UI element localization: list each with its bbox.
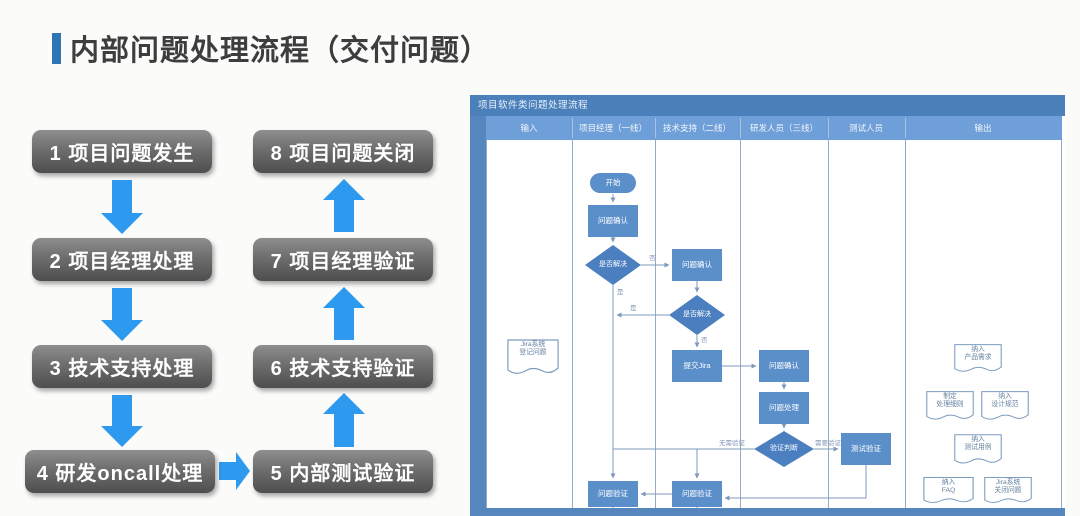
lane-header-input: 输入 (520, 123, 538, 133)
document-icon (954, 434, 1002, 464)
node-start: 开始 (590, 173, 636, 193)
document-icon (926, 391, 974, 420)
document-icon (923, 477, 974, 503)
doc-out-close: Jira系统 关闭问题 (983, 476, 1033, 506)
doc-out-testcase: 纳入 测试用例 (953, 433, 1003, 467)
header-separator (828, 118, 829, 138)
document-icon (507, 339, 559, 374)
step-box-4: 4 研发oncall处理 (25, 450, 215, 493)
lane-border (828, 140, 829, 508)
lane-header-qa: 测试人员 (848, 123, 884, 133)
document-icon (984, 477, 1032, 503)
header-separator (740, 118, 741, 138)
step-box-7: 7 项目经理验证 (253, 238, 433, 281)
doc-input-jira: Jira系统 登记问题 (506, 338, 560, 378)
arrow-up-7-8 (323, 179, 365, 232)
document-icon (954, 344, 1002, 372)
page-title: 内部问题处理流程（交付问题） (70, 35, 491, 67)
header-separator (655, 118, 656, 138)
swimlane-diagram: 项目软件类问题处理流程 输入 项目经理（一线） 技术支持（二线） 研发人员（三线… (470, 95, 1065, 516)
edge-label-ts-no: 否 (701, 337, 708, 344)
arrow-up-5-6 (323, 393, 365, 447)
lane-header-ts: 技术支持（二线） (662, 123, 732, 133)
arrow-down-3-4 (101, 395, 143, 447)
diagram-bottom-bar (470, 508, 1065, 516)
page-title-block: 内部问题处理流程（交付问题） (52, 27, 490, 69)
lane-border (655, 140, 656, 508)
doc-out-rules: 制定 处理细则 (925, 390, 975, 423)
edge-label-pm-no: 否 (649, 255, 656, 262)
lane-border (740, 140, 741, 508)
edge-label-ts-yes: 是 (630, 305, 637, 312)
step-box-5: 5 内部测试验证 (253, 450, 433, 493)
header-separator (572, 118, 573, 138)
edge-label-pm-yes: 是 (617, 289, 624, 296)
lane-border (905, 140, 906, 508)
arrow-right-4-5 (219, 452, 250, 490)
node-ts-jira: 提交Jira (672, 350, 722, 382)
step-box-2: 2 项目经理处理 (32, 238, 212, 281)
step-box-8: 8 项目问题关闭 (253, 130, 433, 173)
lane-border (572, 140, 573, 508)
node-qa-verify: 测试验证 (841, 433, 891, 465)
arrow-down-1-2 (101, 180, 143, 234)
doc-out-design: 纳入 设计规范 (980, 390, 1030, 423)
arrow-down-2-3 (101, 288, 143, 341)
node-pm-verify: 问题验证 (588, 481, 638, 507)
lane-border (1061, 140, 1062, 508)
step-box-6: 6 技术支持验证 (253, 345, 433, 388)
lane-header-pm: 项目经理（一线） (578, 123, 648, 133)
step-box-3: 3 技术支持处理 (32, 345, 212, 388)
lane-header-row: 输入 项目经理（一线） 技术支持（二线） 研发人员（三线） 测试人员 输出 (486, 116, 1062, 140)
doc-out-product: 纳入 产品需求 (953, 343, 1003, 375)
node-rd-process: 问题处理 (759, 392, 809, 424)
node-pm-confirm: 问题确认 (588, 205, 638, 237)
arrow-up-6-7 (323, 287, 365, 340)
document-icon (981, 391, 1029, 420)
title-accent-bar (52, 32, 61, 64)
diagram-left-strip (470, 116, 486, 508)
lane-header-output: 输出 (974, 123, 992, 133)
header-separator (905, 118, 906, 138)
doc-out-faq: 纳入 FAQ (922, 476, 975, 506)
node-rd-confirm: 问题确认 (759, 350, 809, 382)
edge-label-need-test: 需要验证 (815, 440, 841, 447)
lane-header-rd: 研发人员（三线） (749, 123, 819, 133)
diagram-title: 项目软件类问题处理流程 (470, 95, 1065, 116)
edge-label-no-test: 无需验证 (719, 440, 745, 447)
node-ts-verify: 问题验证 (672, 481, 722, 507)
step-box-1: 1 项目问题发生 (32, 130, 212, 173)
node-ts-confirm: 问题确认 (672, 249, 722, 281)
lane-border (486, 140, 487, 508)
